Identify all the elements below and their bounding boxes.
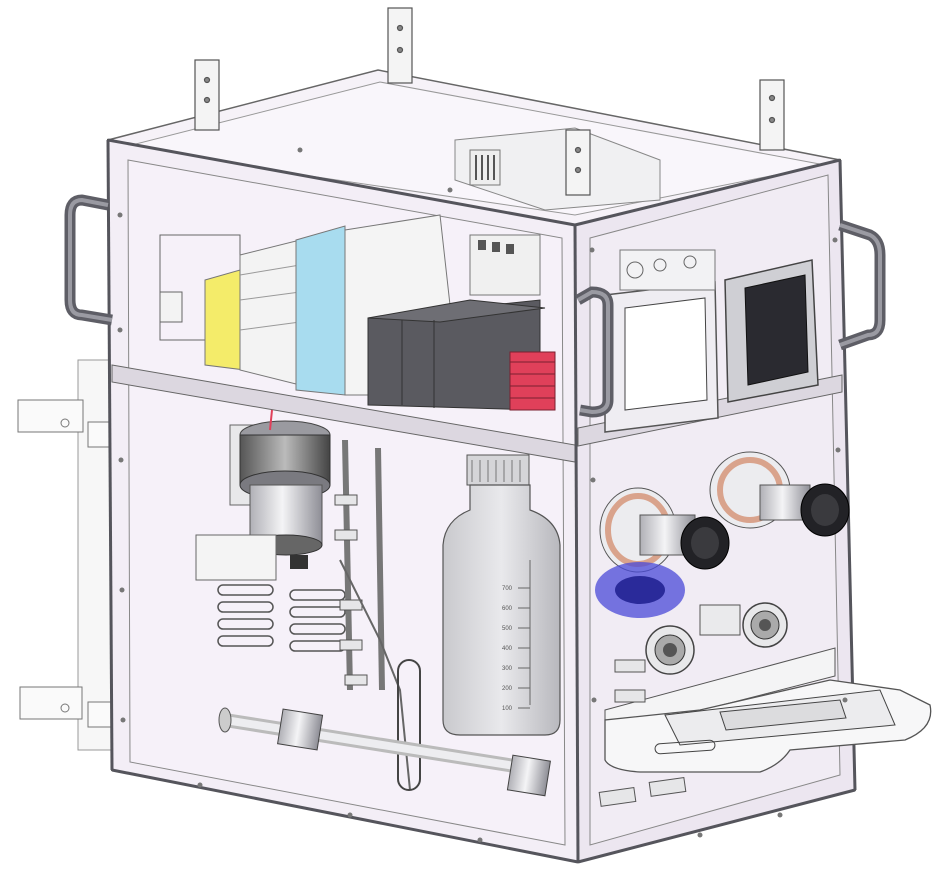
fittings xyxy=(334,494,368,686)
bottle-tick-label: 600 xyxy=(502,606,513,612)
handle-right-icon xyxy=(838,219,886,351)
bottle-tick-label: 100 xyxy=(502,706,513,712)
bottle-icon: 700 600 500 400 300 200 100 xyxy=(442,454,561,736)
bottle-tick-label: 500 xyxy=(502,626,513,632)
handle-left-icon xyxy=(64,194,113,326)
bottle-tick-label: 300 xyxy=(502,666,513,672)
enclosure-top xyxy=(107,69,841,226)
upper-compartment xyxy=(159,214,556,411)
filter-assembly xyxy=(195,409,331,581)
tube xyxy=(339,559,411,791)
regulator-right xyxy=(709,451,850,537)
blue-module xyxy=(295,225,346,396)
tray xyxy=(604,647,932,773)
bottom-fittings xyxy=(598,659,687,807)
panel-screws xyxy=(117,147,848,843)
display-icon xyxy=(604,249,819,433)
valve-knob-icon xyxy=(680,516,730,570)
yellow-module xyxy=(204,269,246,371)
loop-tube xyxy=(397,659,421,791)
bottle-tick-label: 700 xyxy=(502,586,513,592)
bottle-tick-label: 200 xyxy=(502,686,513,692)
red-heatsink xyxy=(509,351,556,411)
bottle-tick-label: 400 xyxy=(502,646,513,652)
gauge-icon xyxy=(645,602,788,675)
blue-pump xyxy=(595,562,685,618)
bottom-pipe xyxy=(218,707,551,797)
mounting-tab-icon xyxy=(194,7,785,196)
vent-slots xyxy=(217,584,346,652)
handle-middle-icon xyxy=(575,286,614,418)
